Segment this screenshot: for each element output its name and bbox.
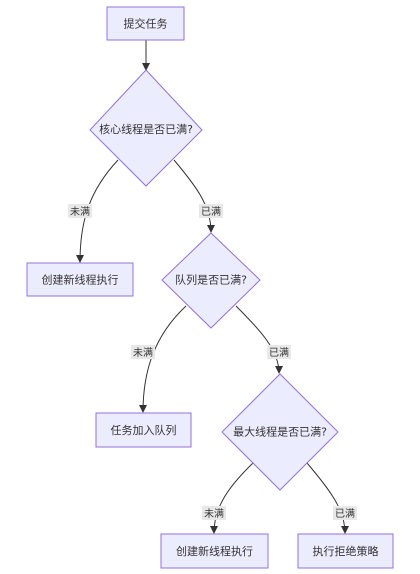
node-reject-policy: 执行拒绝策略 [297,533,394,569]
node-core-full-decision: 核心线程是否已满? [89,69,203,187]
node-submit-task: 提交任务 [106,6,185,41]
svg-text:创建新线程执行: 创建新线程执行 [42,273,119,287]
svg-text:未满: 未满 [133,347,153,359]
svg-text:任务加入队列: 任务加入队列 [111,423,177,437]
svg-text:执行拒绝策略: 执行拒绝策略 [313,544,379,558]
node-create-thread-2: 创建新线程执行 [160,533,269,569]
edge-label-max-yes: 已满 [333,506,357,520]
svg-text:未满: 未满 [70,206,90,218]
edge-max-yes [306,462,349,534]
svg-text:已满: 已满 [269,347,289,359]
edge-label-queue-no: 未满 [131,345,155,359]
edge-max-no [210,462,254,534]
svg-text:最大线程是否已满?: 最大线程是否已满? [233,425,327,439]
node-max-full-decision: 最大线程是否已满? [221,373,339,491]
edge-label-max-no: 未满 [202,506,226,520]
svg-text:未满: 未满 [204,508,224,520]
svg-text:队列是否已满?: 队列是否已满? [175,273,247,287]
edge-label-core-no: 未满 [68,204,92,218]
edge-core-yes [173,159,215,233]
node-add-queue: 任务加入队列 [95,412,192,448]
svg-text:已满: 已满 [201,206,221,218]
svg-text:提交任务: 提交任务 [124,17,168,31]
edge-queue-yes [235,305,283,374]
svg-text:核心线程是否已满?: 核心线程是否已满? [99,122,193,136]
node-create-thread-1: 创建新线程执行 [26,262,134,297]
svg-text:创建新线程执行: 创建新线程执行 [176,544,253,558]
node-queue-full-decision: 队列是否已满? [161,232,261,329]
edge-label-core-yes: 已满 [199,204,223,218]
edge-label-queue-yes: 已满 [267,345,291,359]
edges [76,40,349,534]
svg-text:已满: 已满 [335,508,355,520]
